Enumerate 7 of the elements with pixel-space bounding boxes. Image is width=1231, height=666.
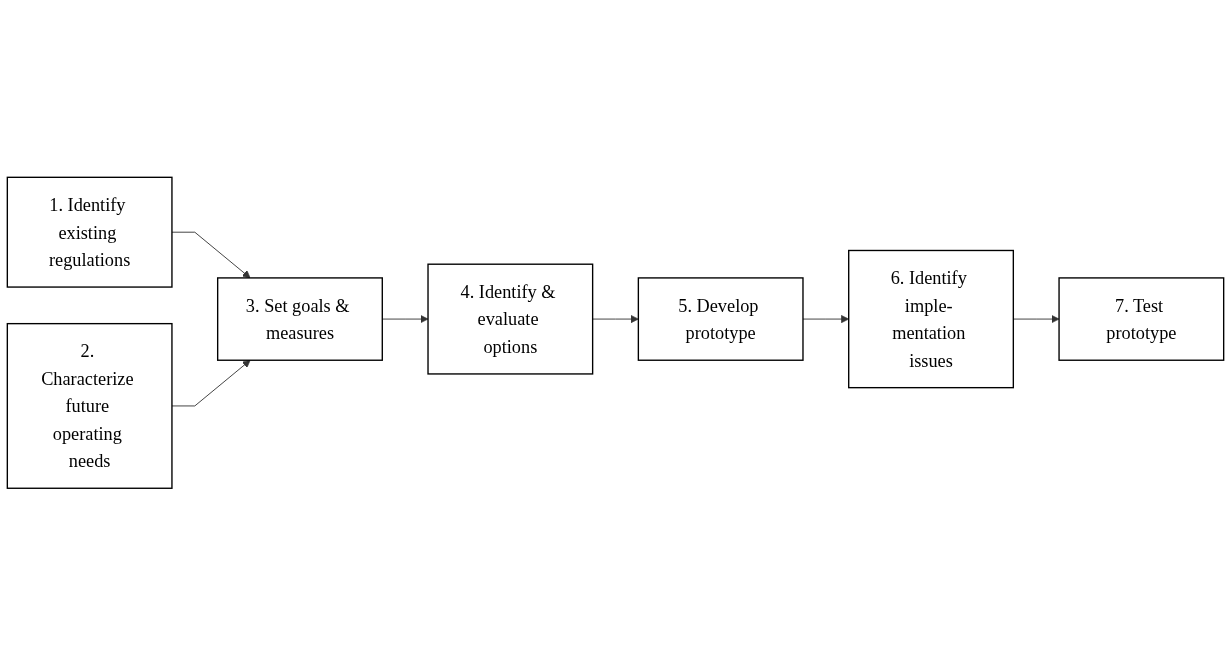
node-box: 2. Characterize future operating needs — [6, 323, 173, 490]
node-box: 3. Set goals & measures — [217, 277, 383, 362]
node-box: 7. Test prototype — [1058, 277, 1225, 362]
node-box: 4. Identify & evaluate options — [427, 263, 594, 375]
node-box: 6. Identify imple- mentation issues — [848, 250, 1014, 389]
node-box: 1. Identify existing regulations — [6, 176, 173, 288]
node-box: 5. Develop prototype — [637, 277, 804, 362]
